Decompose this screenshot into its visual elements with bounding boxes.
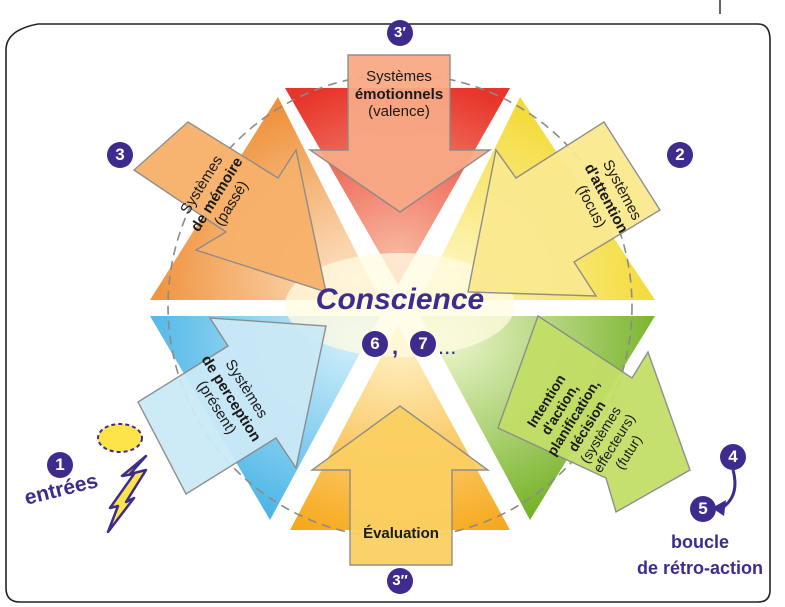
badge-5: 5	[690, 496, 716, 522]
badge-2: 2	[667, 142, 693, 168]
center-ellipsis: ...	[438, 334, 457, 359]
arrow-evaluation	[309, 405, 491, 566]
arrow-perception	[137, 317, 327, 495]
lightning-icon	[106, 454, 148, 534]
emotional-line3: (valence)	[368, 103, 430, 121]
badge-4: 4	[720, 444, 746, 470]
badge-1: 1	[47, 452, 73, 478]
center-sep: ,	[392, 334, 399, 359]
feedback-arrowhead-icon	[712, 500, 726, 516]
feedback-line2: de rétro-action	[636, 558, 764, 578]
badge-3-double-prime: 3″	[387, 568, 413, 594]
arrow-emotional	[307, 54, 493, 213]
sun-icon	[97, 423, 143, 453]
center-title: Conscience	[315, 283, 485, 316]
label-emotional: Systèmes émotionnels (valence)	[348, 68, 450, 121]
center-glow	[285, 253, 515, 357]
emotional-line1: Systèmes	[366, 68, 432, 85]
badge-7: 7	[410, 331, 436, 357]
arrow-action	[497, 314, 691, 514]
arrow-attention	[467, 121, 661, 297]
badge-6: 6	[362, 331, 388, 357]
arrow-memory	[132, 121, 327, 294]
label-evaluation: Évaluation	[363, 525, 439, 542]
feedback-line1: boucle	[670, 532, 729, 552]
badge-3-prime: 3′	[387, 20, 413, 46]
emotional-line2: émotionnels	[354, 85, 444, 103]
badge-3: 3	[107, 142, 133, 168]
